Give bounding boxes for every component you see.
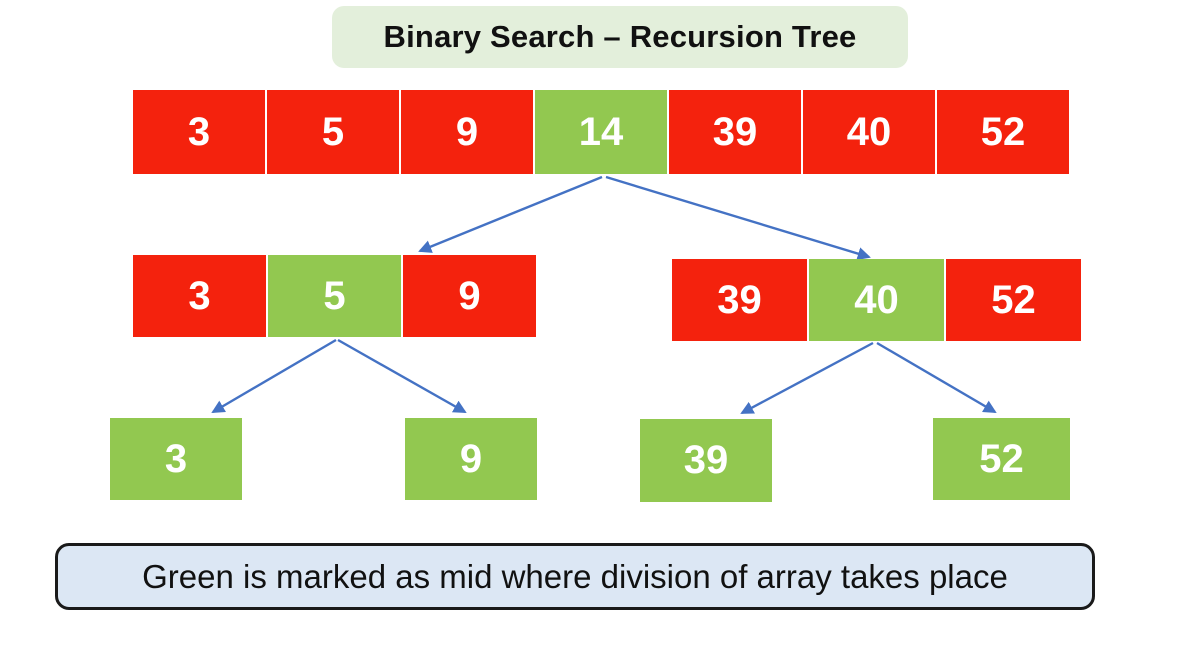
array-cell: 9 xyxy=(403,255,536,337)
edge-right-to-leaf-39 xyxy=(740,341,874,415)
edge-left-to-leaf-9 xyxy=(337,338,467,414)
mid-cell: 14 xyxy=(535,90,667,174)
edge-root-to-left xyxy=(418,175,603,253)
leaf-node: 9 xyxy=(405,418,537,500)
legend-note-text: Green is marked as mid where division of… xyxy=(142,557,1008,595)
array-cell: 39 xyxy=(672,259,807,341)
diagram-title: Binary Search – Recursion Tree xyxy=(332,6,908,68)
array-cell: 9 xyxy=(401,90,533,174)
mid-cell: 5 xyxy=(268,255,401,337)
legend-note-box: Green is marked as mid where division of… xyxy=(55,543,1095,610)
mid-cell: 40 xyxy=(809,259,944,341)
edge-left-to-leaf-3 xyxy=(211,338,337,414)
leaf-node: 3 xyxy=(110,418,242,500)
diagram-title-text: Binary Search – Recursion Tree xyxy=(383,19,857,54)
edge-root-to-right xyxy=(605,175,871,261)
array-cell: 5 xyxy=(267,90,399,174)
array-cell: 52 xyxy=(937,90,1069,174)
array-level-1-left: 3 5 9 xyxy=(133,255,536,337)
array-cell: 52 xyxy=(946,259,1081,341)
array-cell: 39 xyxy=(669,90,801,174)
array-level-0: 3 5 9 14 39 40 52 xyxy=(133,90,1069,174)
array-level-1-right: 39 40 52 xyxy=(672,259,1081,341)
leaf-node: 52 xyxy=(933,418,1070,500)
leaf-node: 39 xyxy=(640,419,772,502)
array-cell: 3 xyxy=(133,90,265,174)
edge-right-to-leaf-52 xyxy=(876,341,997,414)
array-cell: 40 xyxy=(803,90,935,174)
array-cell: 3 xyxy=(133,255,266,337)
